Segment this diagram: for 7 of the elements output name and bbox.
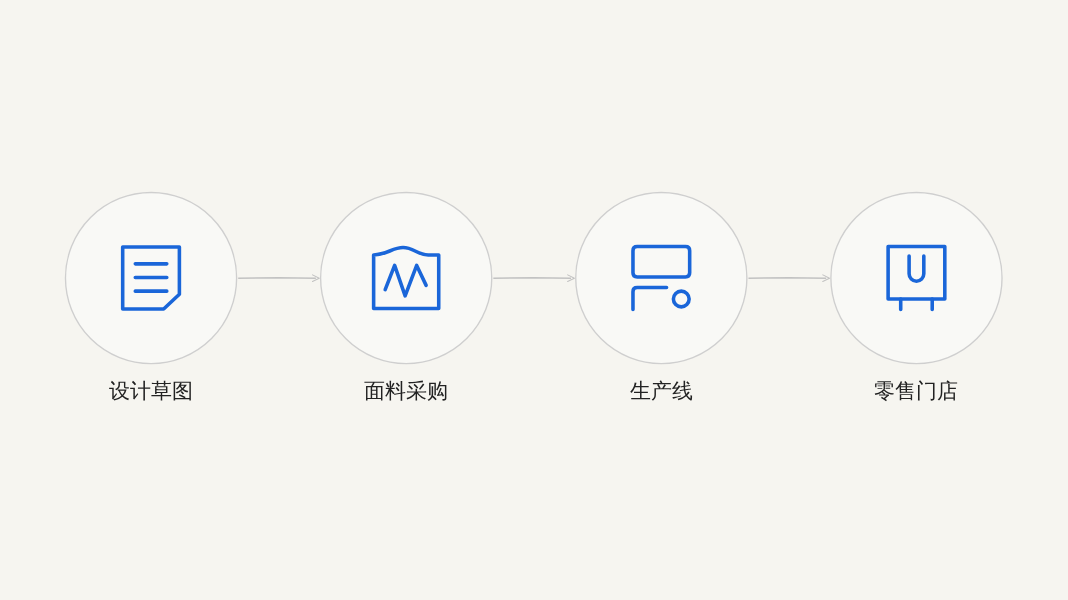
step-label: 生产线 <box>629 377 695 406</box>
step-label: 零售门店 <box>873 377 960 406</box>
step-label: 面料采购 <box>363 377 450 406</box>
arrow <box>237 274 320 282</box>
arrow <box>748 274 831 282</box>
step-label: 设计草图 <box>108 377 195 406</box>
arrow <box>492 274 576 282</box>
